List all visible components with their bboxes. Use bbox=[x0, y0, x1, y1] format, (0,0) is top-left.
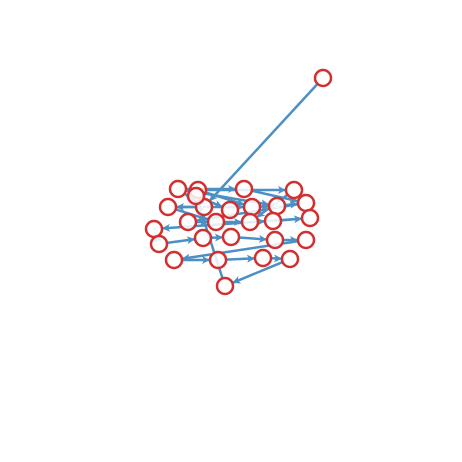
edge-18-19 bbox=[238, 234, 268, 243]
node-circle bbox=[149, 234, 169, 254]
graph-node: 0 bbox=[168, 179, 188, 199]
graph-node bbox=[158, 197, 178, 217]
edge-22-23 bbox=[225, 254, 256, 263]
graph-node bbox=[186, 186, 206, 206]
node-circle bbox=[215, 276, 235, 296]
graph-node: 1 bbox=[300, 208, 320, 228]
graph-node bbox=[193, 228, 213, 248]
graph-node bbox=[280, 249, 300, 269]
graph-node bbox=[284, 180, 304, 200]
graph-node bbox=[263, 211, 283, 231]
node-circle bbox=[242, 197, 262, 217]
node-circle bbox=[296, 193, 316, 213]
node-circle bbox=[220, 200, 240, 220]
node-circle bbox=[284, 180, 304, 200]
nodes-layer: 601891 bbox=[144, 68, 333, 296]
edge-0-1 bbox=[209, 83, 319, 202]
graph-node bbox=[220, 200, 240, 220]
edge-16-17 bbox=[166, 236, 196, 245]
graph-node bbox=[234, 179, 254, 199]
node-circle bbox=[234, 179, 254, 199]
node-circle bbox=[186, 186, 206, 206]
node-circle bbox=[178, 212, 198, 232]
node-circle bbox=[300, 208, 320, 228]
node-circle bbox=[267, 196, 287, 216]
graph-node bbox=[206, 212, 226, 232]
node-circle bbox=[164, 250, 184, 270]
node-circle bbox=[208, 250, 228, 270]
graph-node bbox=[296, 230, 316, 250]
node-circle bbox=[221, 227, 241, 247]
edge-3-7 bbox=[205, 191, 245, 207]
node-circle bbox=[158, 197, 178, 217]
node-circle bbox=[263, 211, 283, 231]
node-circle bbox=[265, 230, 285, 250]
graph-node bbox=[253, 248, 273, 268]
graph-node bbox=[221, 227, 241, 247]
graph-node bbox=[242, 197, 262, 217]
edge-24-25 bbox=[232, 260, 284, 284]
graph-node bbox=[208, 250, 228, 270]
node-circle bbox=[253, 248, 273, 268]
graph-node bbox=[144, 219, 164, 239]
node-circle bbox=[280, 249, 300, 269]
graph-node bbox=[313, 68, 333, 88]
node-circle bbox=[193, 228, 213, 248]
graph-node: 8 bbox=[267, 196, 287, 216]
node-circle bbox=[240, 212, 260, 232]
node-circle bbox=[144, 219, 164, 239]
edge-4-9 bbox=[251, 189, 299, 204]
node-circle bbox=[296, 230, 316, 250]
node-circle bbox=[313, 68, 333, 88]
node-circle bbox=[206, 212, 226, 232]
graph-node bbox=[149, 234, 169, 254]
graph-node bbox=[178, 212, 198, 232]
graph-node bbox=[164, 250, 184, 270]
node-circle bbox=[168, 179, 188, 199]
graph-node bbox=[265, 230, 285, 250]
graph-node bbox=[240, 212, 260, 232]
graph-node: 9 bbox=[296, 193, 316, 213]
graph-node bbox=[215, 276, 235, 296]
